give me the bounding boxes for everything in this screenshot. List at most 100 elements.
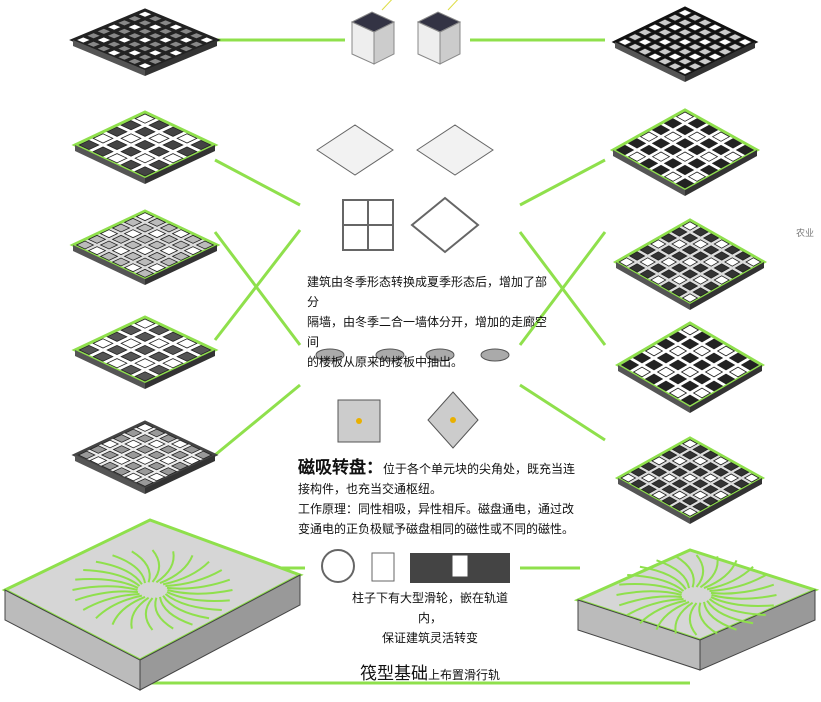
- plate-cell: [671, 467, 688, 477]
- foundation-title: 筏型基础: [360, 664, 428, 684]
- plate-cell: [661, 450, 678, 460]
- plate-cell: [120, 146, 142, 157]
- plate-cell: [707, 33, 723, 41]
- plate-cell: [105, 23, 123, 31]
- plate-cell: [147, 217, 167, 227]
- plate-side: [618, 365, 690, 413]
- connector-line: [213, 231, 302, 346]
- plate-cell: [147, 450, 166, 460]
- rail-track: [74, 590, 139, 602]
- plate-cell: [671, 263, 688, 273]
- plate-structure: [71, 420, 219, 494]
- plate-cell: [681, 269, 699, 279]
- plate-cell: [120, 338, 142, 349]
- plate-cell: [681, 507, 699, 517]
- desc-line: 的楼板从原来的楼板中抽出。: [307, 355, 464, 369]
- plate-cell: [116, 36, 133, 44]
- plate-cell: [692, 287, 709, 297]
- connector-line: [518, 231, 607, 346]
- plate-cell: [656, 380, 676, 392]
- rail-track: [144, 597, 154, 631]
- plate-cell: [650, 239, 667, 249]
- plate-cell: [702, 496, 719, 506]
- plate-cell: [135, 467, 155, 476]
- plate-cell: [77, 450, 96, 460]
- plate-cell: [692, 275, 709, 285]
- plate-cell: [727, 43, 743, 51]
- rail-track: [656, 559, 690, 589]
- plate-cell: [195, 240, 215, 250]
- plate-side: [73, 40, 145, 76]
- plate-cell: [147, 49, 164, 57]
- plate-cell: [687, 43, 703, 51]
- plate-cell: [170, 461, 190, 471]
- rail-track: [72, 585, 138, 591]
- plate-cell: [106, 126, 128, 137]
- plate-cell: [95, 36, 113, 44]
- plate-cell: [167, 32, 185, 40]
- plate-cell: [697, 18, 713, 27]
- plate-cell: [723, 473, 740, 483]
- plate-cell: [135, 257, 155, 267]
- plate-cell: [681, 245, 699, 255]
- magnetic-disc-icon: [480, 348, 510, 362]
- plate-cell: [713, 239, 730, 249]
- plate-cell: [78, 139, 100, 151]
- plate-cell: [656, 352, 676, 364]
- plate-cell: [147, 263, 167, 273]
- plate-cell: [702, 484, 719, 494]
- plate-cell: [190, 344, 212, 356]
- plate-side: [145, 245, 217, 285]
- plate-cell: [713, 275, 730, 285]
- plate-cell: [124, 461, 143, 471]
- plate-cell: [100, 461, 120, 471]
- plate-cell: [627, 138, 647, 149]
- rail-track: [154, 597, 174, 630]
- plate-cell: [116, 19, 133, 27]
- plate-cell: [717, 38, 733, 46]
- sun-ray: [381, 0, 393, 11]
- plate-cell: [171, 229, 191, 239]
- plate-cell: [630, 467, 647, 477]
- plate-cell: [136, 10, 154, 18]
- plate-cell: [745, 257, 762, 267]
- plate-cell: [650, 275, 667, 285]
- plate-cell: [660, 233, 678, 243]
- rail-track: [95, 560, 143, 585]
- foundation-caption: 筏型基础上布置滑行轨: [360, 664, 500, 685]
- desc-line: 工作原理：同性相吸，异性相斥。磁盘通电，通过改: [298, 502, 575, 516]
- plate-cell: [126, 23, 143, 31]
- plate-cell: [704, 380, 724, 392]
- foundation-subtitle: 上布置滑行轨: [428, 668, 501, 682]
- plate-cell: [692, 239, 709, 249]
- plate-cell: [671, 287, 688, 297]
- plate-cell: [628, 251, 646, 261]
- plate-cell: [692, 263, 709, 273]
- plate-cell: [647, 23, 663, 32]
- plate-cell: [190, 139, 212, 151]
- plate-cell: [677, 57, 693, 66]
- plate-cell: [126, 57, 143, 65]
- plate-cell: [651, 164, 671, 176]
- rail-track: [710, 583, 775, 595]
- plate-cell: [148, 146, 170, 157]
- plate-cell: [681, 221, 699, 231]
- plate-cell: [699, 164, 719, 176]
- plate-cell: [681, 450, 699, 460]
- plate-cell: [704, 366, 724, 378]
- plate-summer-slab: [612, 218, 768, 310]
- plate-cell: [668, 359, 688, 371]
- plate-cell: [716, 373, 736, 385]
- rail-track: [166, 591, 230, 602]
- plate-cell: [704, 352, 724, 364]
- plate-cell: [661, 496, 678, 506]
- plate-cell: [651, 479, 668, 489]
- plate-side: [690, 262, 764, 310]
- plate-cell: [663, 158, 683, 169]
- plate-cell: [120, 364, 142, 375]
- plate-cell: [105, 40, 123, 48]
- plate-interior: [71, 315, 219, 389]
- plate-cell: [176, 351, 198, 362]
- plate-cell: [136, 53, 154, 61]
